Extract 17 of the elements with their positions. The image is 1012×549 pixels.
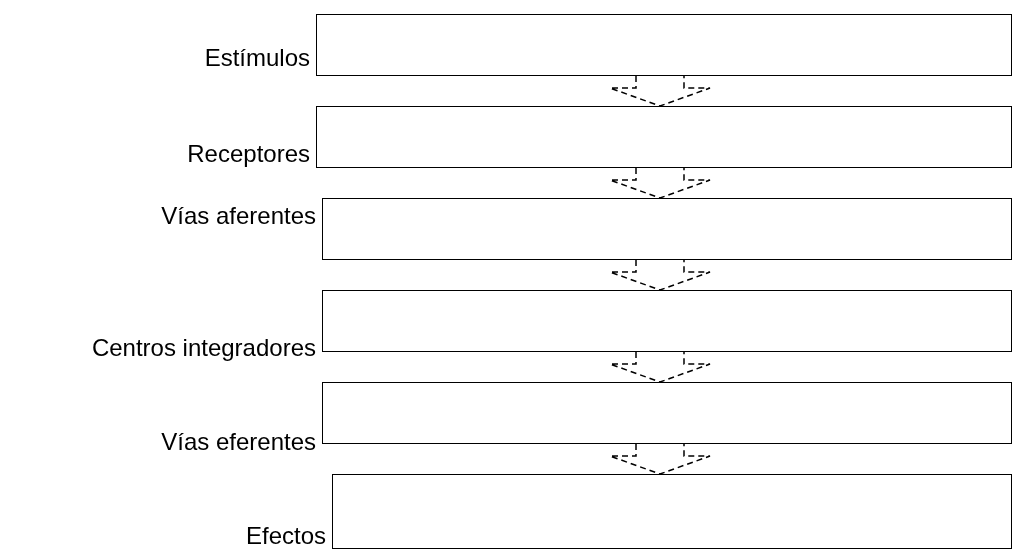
- step-label: Estímulos: [204, 44, 310, 72]
- answer-box: [332, 474, 1012, 549]
- block-arrow: [609, 443, 711, 475]
- block-arrow: [609, 351, 711, 383]
- answer-box: [316, 106, 1012, 168]
- step-label: Vías eferentes: [161, 428, 316, 456]
- step-label: Centros integradores: [91, 334, 316, 362]
- answer-box: [322, 382, 1012, 444]
- block-arrow: [609, 167, 711, 199]
- answer-box: [322, 198, 1012, 260]
- block-arrow: [609, 259, 711, 291]
- block-arrow: [609, 75, 711, 107]
- step-label: Vías aferentes: [161, 202, 316, 230]
- answer-box: [322, 290, 1012, 352]
- step-label: Receptores: [187, 140, 310, 168]
- step-label: Efectos: [245, 522, 326, 549]
- answer-box: [316, 14, 1012, 76]
